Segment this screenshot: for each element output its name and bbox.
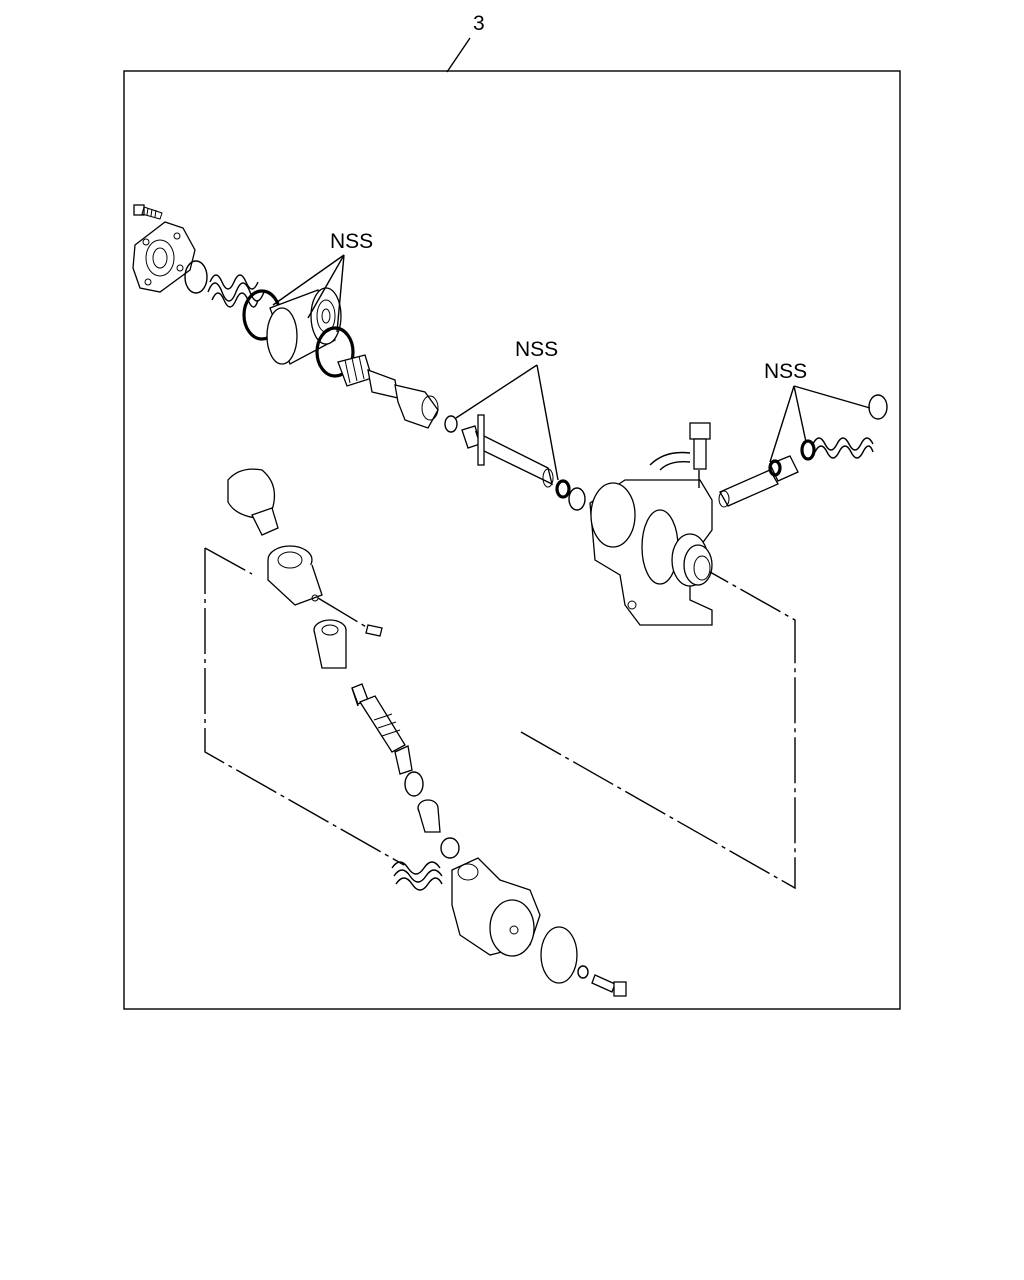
bushing-lower xyxy=(313,619,347,669)
bolt-small-top-left xyxy=(133,204,163,220)
nss-callout-label-2: NSS xyxy=(515,338,558,361)
item-number-leader xyxy=(446,37,471,73)
nss-leader-3a xyxy=(769,385,795,463)
end-flange-cover xyxy=(132,221,196,293)
compression-spring-upper xyxy=(207,274,265,308)
spring-right xyxy=(812,437,874,459)
diagram-frame xyxy=(123,70,901,1010)
flat-washer xyxy=(540,926,578,984)
hex-bolt-vertical xyxy=(689,422,711,470)
control-knob xyxy=(227,468,279,536)
nss-callout-label-3: NSS xyxy=(764,360,807,383)
valve-housing xyxy=(589,479,713,626)
spring-lower xyxy=(391,861,443,891)
assembly-centerline-lower-right xyxy=(520,571,796,890)
piston-body xyxy=(266,287,342,365)
nss-leader-3b xyxy=(793,385,807,443)
nss-callout-label-1: NSS xyxy=(330,230,373,253)
valve-spool-upper xyxy=(337,354,439,429)
bushing-upper xyxy=(267,545,323,606)
nss-leader-2a xyxy=(455,364,538,419)
o-ring-flange xyxy=(184,260,208,294)
spool-right xyxy=(718,455,799,508)
o-ring-nss-shaft xyxy=(555,479,571,499)
shaft-with-cross-pin xyxy=(461,414,554,488)
nss-leader-1a xyxy=(272,254,345,306)
o-ring-lower-a xyxy=(404,771,424,797)
item-number-label: 3 xyxy=(473,12,485,35)
gasket-half xyxy=(649,451,691,471)
washer-shaft xyxy=(568,487,586,511)
seal-ring-nss-2 xyxy=(315,326,355,378)
o-ring-small-a xyxy=(444,415,458,433)
nss-leader-1b xyxy=(307,254,345,319)
lock-washer-small xyxy=(577,965,589,979)
o-ring-lower-b xyxy=(440,837,460,859)
assembly-centerline-pin xyxy=(317,597,369,629)
nss-leader-1c xyxy=(336,254,345,333)
nss-leader-3c xyxy=(793,385,871,409)
pin-small xyxy=(365,624,383,637)
bolt-small-bottom xyxy=(591,974,627,997)
snap-ring-right xyxy=(868,394,888,420)
end-cap-housing xyxy=(451,857,541,957)
sleeve-lower xyxy=(417,799,441,833)
nss-leader-2b xyxy=(536,364,559,481)
assembly-centerline-lower-left xyxy=(204,547,405,866)
seal-ring-nss-right-b xyxy=(800,439,816,461)
seal-ring-nss-right-a xyxy=(768,459,782,477)
plunger-rod xyxy=(351,683,413,775)
